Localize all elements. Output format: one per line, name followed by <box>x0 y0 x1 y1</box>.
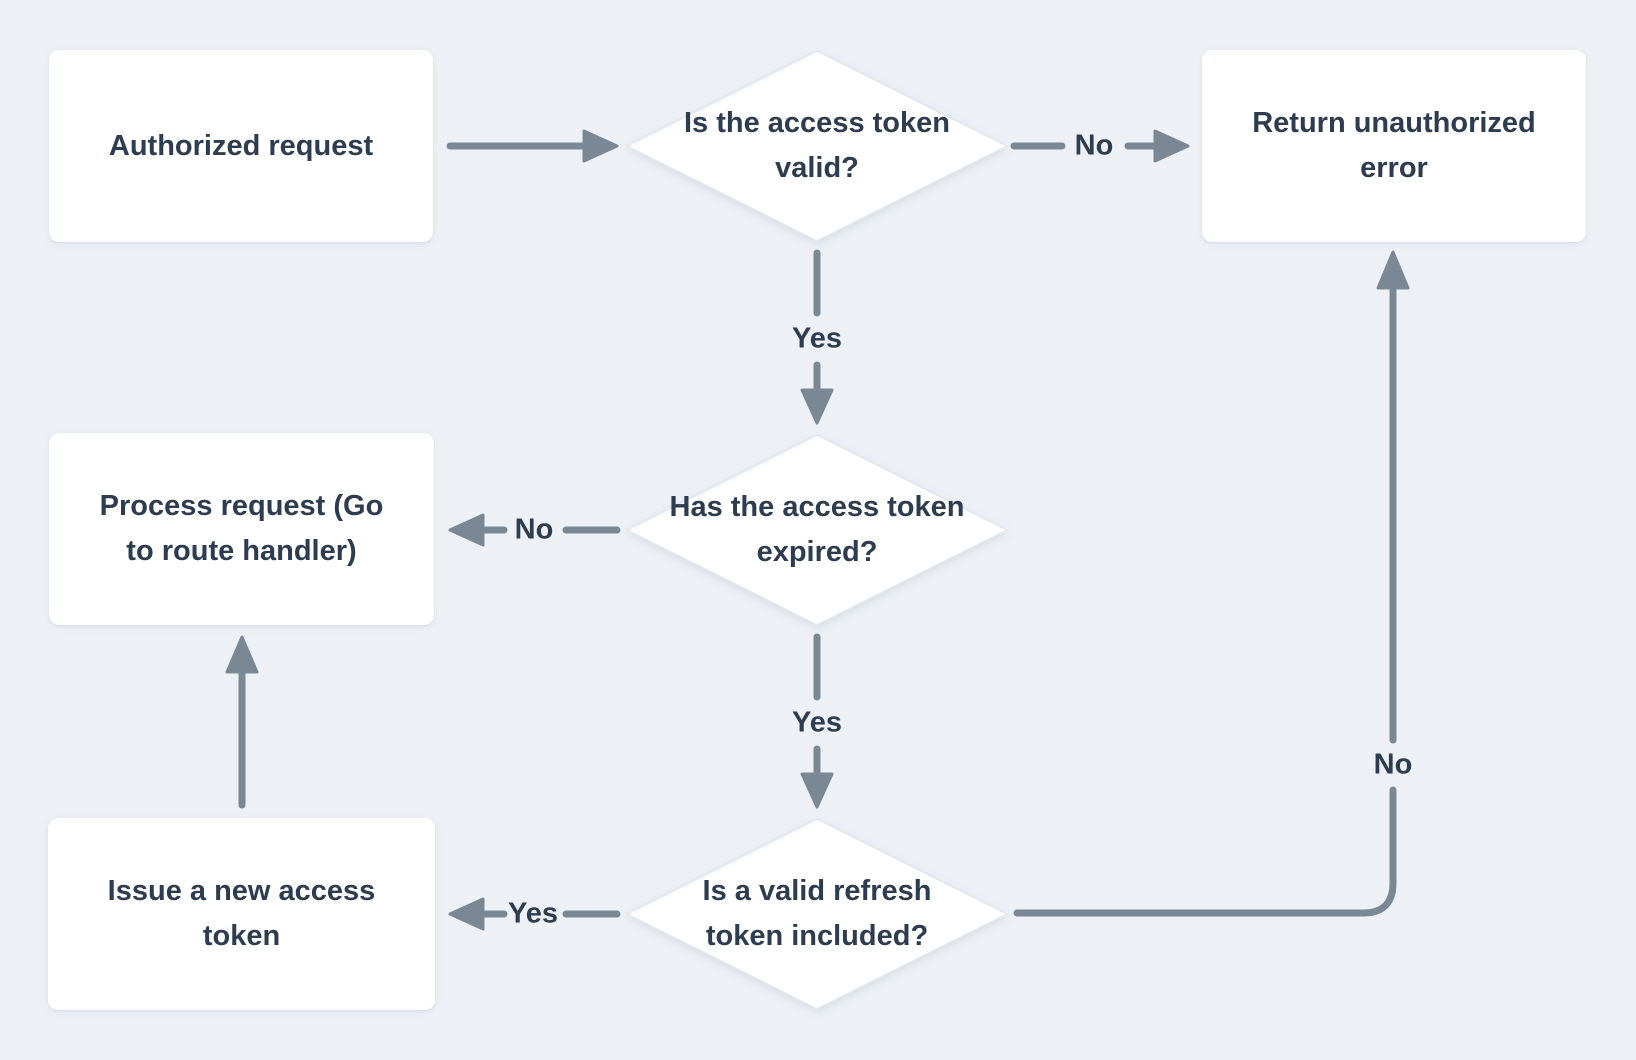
arrowhead-up-icon <box>225 635 259 674</box>
edge-refresh-no-to-unauthorized <box>1013 250 1410 917</box>
node-label: Return unauthorized error <box>1252 107 1536 184</box>
edge-label-valid-yes: Yes <box>792 322 842 355</box>
decision-diamond-refresh-token <box>625 818 1009 1010</box>
arrowhead-up-icon <box>1376 250 1410 290</box>
decision-diamond-token-valid <box>625 50 1009 242</box>
node-label: Authorized request <box>108 129 374 162</box>
arrowhead-down-icon <box>800 388 834 425</box>
node-label: Issue a new access token <box>107 875 376 952</box>
edge-issue-to-process <box>225 635 259 809</box>
arrowhead-right-icon <box>1153 129 1190 163</box>
edge-refresh-yes-to-issue <box>448 897 621 931</box>
edge-label-valid-no: No <box>1074 129 1114 162</box>
arrowhead-left-icon <box>448 897 485 931</box>
edge-label-expired-yes: Yes <box>792 706 842 739</box>
edge-valid-yes-to-expired <box>800 249 834 425</box>
arrowhead-down-icon <box>800 772 834 809</box>
edge-label-refresh-no: No <box>1373 748 1413 781</box>
node-label: Process request (Go to route handler) <box>99 490 384 567</box>
node-issue-new-access-token: Issue a new access token <box>48 818 435 1010</box>
arrowhead-left-icon <box>448 513 485 547</box>
edge-valid-no-to-unauthorized <box>1010 129 1190 163</box>
edge-expired-no-to-process <box>448 513 621 547</box>
edge-label-refresh-yes: Yes <box>508 897 558 930</box>
node-process-request: Process request (Go to route handler) <box>49 433 434 625</box>
node-label-refresh-token: Is a valid refresh token included? <box>702 875 932 952</box>
edge-expired-yes-to-refresh <box>800 633 834 809</box>
node-return-unauthorized-error: Return unauthorized error <box>1202 50 1586 242</box>
arrowhead-right-icon <box>582 129 619 163</box>
edge-authorized-to-valid <box>446 129 619 163</box>
node-label-token-expired: Has the access token expired? <box>669 491 965 568</box>
node-authorized-request: Authorized request <box>49 50 433 242</box>
edge-label-expired-no: No <box>514 513 554 546</box>
decision-diamond-token-expired <box>625 434 1009 626</box>
node-label-token-valid: Is the access token valid? <box>684 107 950 184</box>
